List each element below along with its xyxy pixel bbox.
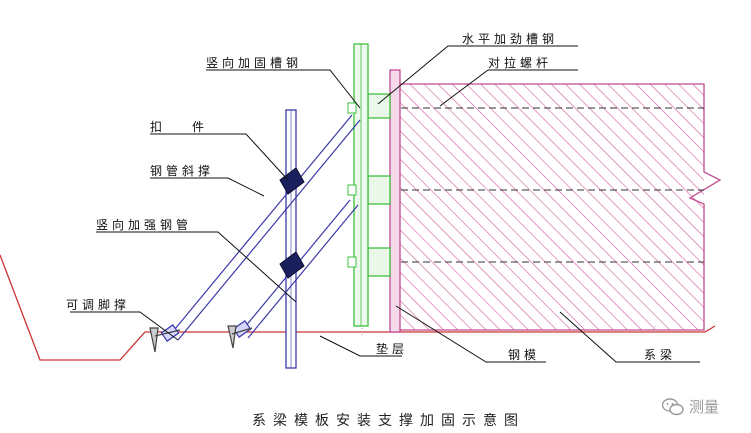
- label-cushion-layer: 垫层: [376, 342, 409, 356]
- label-steel-formwork: 钢模: [508, 348, 541, 362]
- ground-line: [0, 254, 716, 361]
- bolt-nuts: [347, 102, 357, 268]
- horizontal-stiffener-channels: [367, 93, 391, 277]
- jack-stakes: [149, 325, 253, 353]
- label-tie-beam: 系梁: [644, 348, 677, 362]
- label-tie-bolt: 对拉螺杆: [488, 56, 553, 70]
- label-steel-pipe-brace: 钢管斜撑: [150, 164, 215, 178]
- label-adjustable-jack: 可调脚撑: [66, 298, 131, 312]
- fastener-clamps: [279, 167, 305, 279]
- tie-beam: [400, 83, 722, 331]
- tie-bolts: [357, 107, 704, 263]
- leader-lines: [70, 45, 700, 363]
- steel-formwork-plate: [389, 69, 401, 333]
- label-horizontal-stiffener-channel: 水平加劲槽钢: [462, 32, 559, 46]
- label-vertical-reinforce-pipe: 竖向加强钢管: [96, 218, 193, 232]
- label-vertical-reinforce-channel: 竖向加固槽钢: [206, 56, 303, 70]
- wechat-icon: [662, 397, 684, 415]
- vertical-reinforce-pipe: [285, 109, 297, 369]
- ground-ticks: [361, 326, 656, 336]
- steel-pipe-braces: [169, 114, 361, 341]
- watermark-text: 测量: [689, 398, 720, 416]
- watermark: 测量: [662, 396, 719, 417]
- label-fastener: 扣件: [150, 120, 235, 134]
- diagram-caption: 系梁模板安装支撑加固示意图: [252, 413, 525, 429]
